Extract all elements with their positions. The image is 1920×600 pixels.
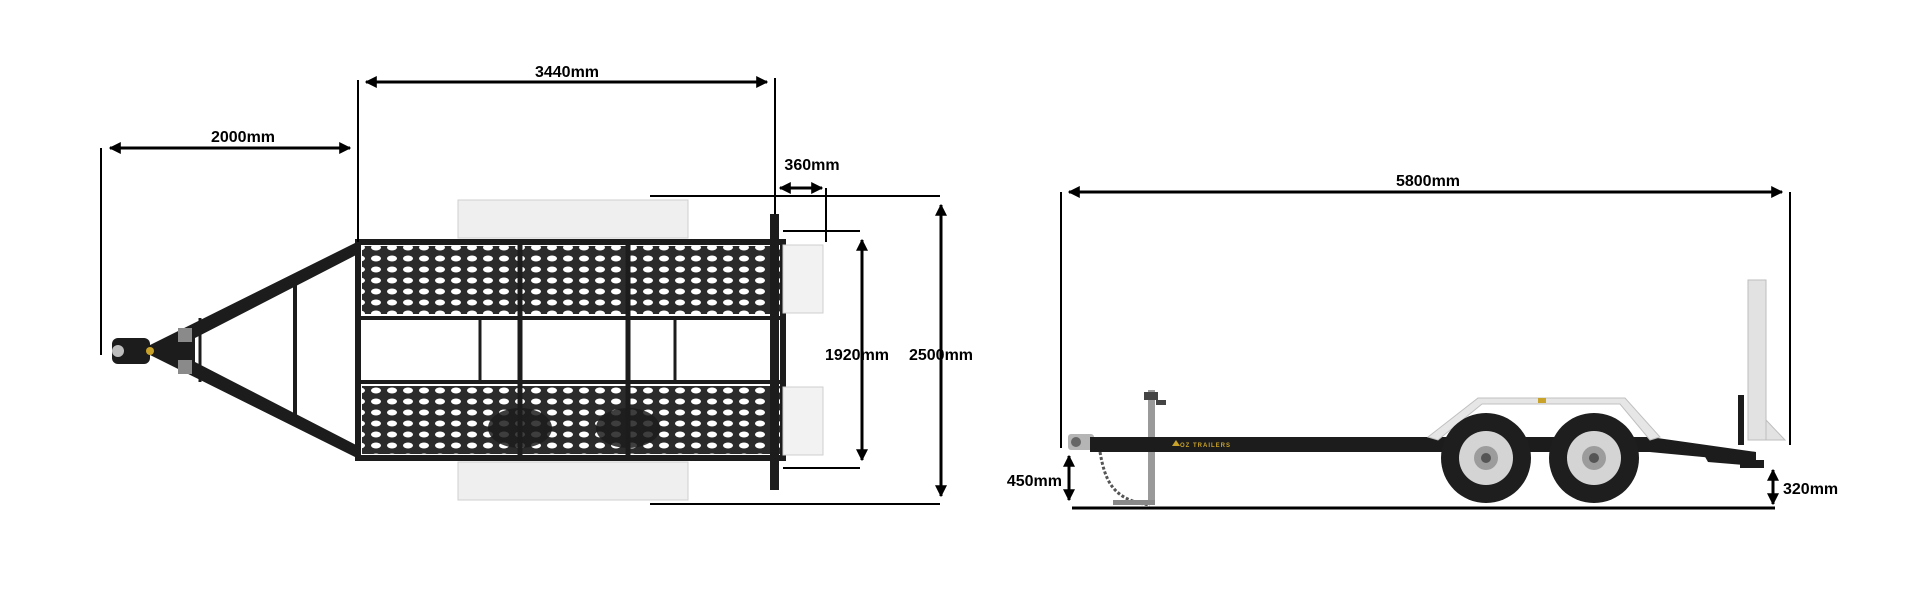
coupling-height-label: 450mm — [1007, 473, 1062, 490]
inner-width-label: 1920mm — [825, 347, 889, 364]
overall-length-label: 5800mm — [1396, 173, 1460, 190]
chassis-rail — [1090, 437, 1430, 452]
safety-chain — [1098, 451, 1151, 507]
side-ramp — [1747, 279, 1767, 441]
rear-ramp-top — [782, 244, 824, 314]
front-mudguard-right — [457, 461, 689, 501]
ramp-height-label: 320mm — [1783, 481, 1838, 498]
mesh-track-bottom — [362, 386, 780, 454]
front-mudguard-left — [457, 199, 689, 239]
drawbar-length-label: 2000mm — [211, 129, 275, 146]
brand-label: OZ TRAILERS — [1180, 443, 1231, 449]
top-view-trailer — [112, 199, 824, 501]
side-view-trailer: OZ TRAILERS — [1068, 279, 1787, 507]
rear-ramp-bottom — [782, 386, 824, 456]
wheel-front — [1441, 413, 1531, 503]
drawbar-frame — [140, 243, 360, 457]
overall-width-label: 2500mm — [909, 347, 973, 364]
deck-frame — [355, 239, 786, 461]
deck-length-label: 3440mm — [535, 64, 599, 81]
side-view-dimensions: 5800mm 450mm 320mm — [1007, 173, 1838, 510]
top-view-dimensions: 2000mm 3440mm 360mm 1920mm 2500mm — [100, 64, 973, 505]
mesh-track-top — [362, 246, 780, 314]
coupling-head — [112, 328, 192, 374]
wheel-rear — [1549, 413, 1639, 503]
ramp-length-label: 360mm — [784, 157, 839, 174]
